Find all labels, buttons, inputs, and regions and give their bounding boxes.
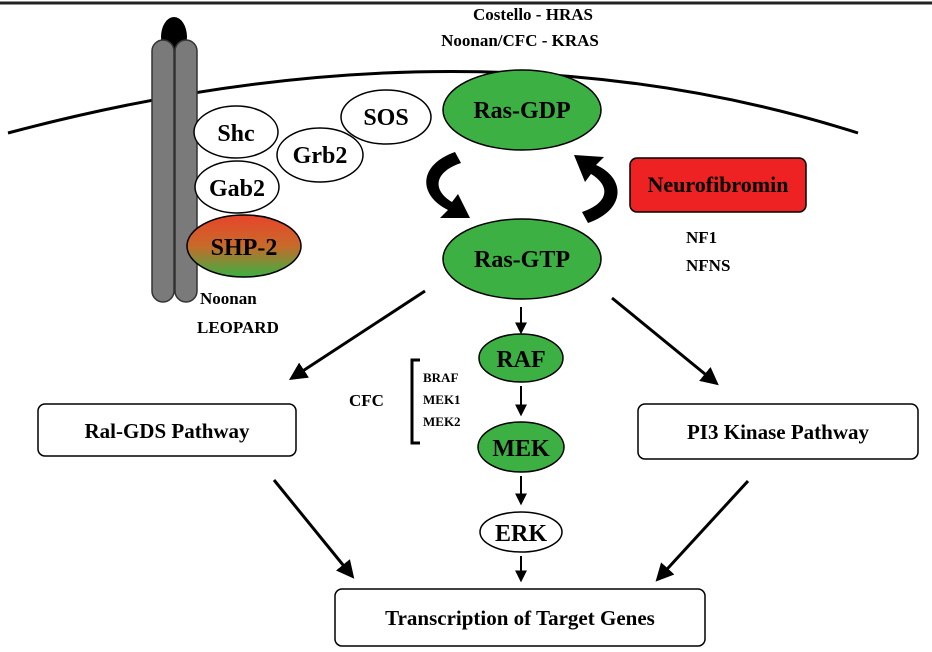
cell-membrane (7, 70, 859, 135)
gtp-to-gdp-arrow (574, 155, 618, 223)
raf-node: RAF (478, 333, 564, 383)
cfc-gene-3: MEK2 (423, 414, 461, 429)
pi3-kinase-pathway-box: PI3 Kinase Pathway (637, 403, 919, 460)
header-line-2: Noonan/CFC - KRAS (441, 31, 599, 50)
raf-label: RAF (496, 347, 545, 373)
nf-syndrome-2: NFNS (686, 256, 730, 275)
ras-gtp-label: Ras-GTP (474, 247, 570, 273)
cfc-label: CFC (349, 391, 384, 410)
shc-label: Shc (217, 121, 255, 147)
receptor (151, 17, 198, 303)
shp2-syndrome-2: LEOPARD (197, 318, 279, 337)
cfc-bracket (410, 358, 420, 445)
grb2-label: Grb2 (293, 143, 348, 169)
shc-node: Shc (193, 105, 279, 159)
shp2-label: SHP-2 (211, 235, 278, 261)
header-line-1: Costello - HRAS (473, 5, 593, 24)
cfc-gene-1: BRAF (423, 370, 458, 385)
gdp-to-gtp-arrow (426, 152, 470, 218)
erk-node: ERK (479, 511, 563, 553)
shp2-syndrome-1: Noonan (200, 289, 257, 308)
grb2-node: Grb2 (276, 127, 364, 183)
neurofibromin-node: Neurofibromin (629, 157, 807, 213)
mek-node: MEK (477, 421, 565, 473)
mek-label: MEK (492, 436, 550, 462)
ral-gds-pathway-box: Ral-GDS Pathway (37, 403, 297, 457)
gab2-node: Gab2 (194, 160, 280, 214)
ras-gtp-node: Ras-GTP (442, 218, 602, 300)
shp2-node: SHP-2 (186, 214, 302, 278)
transcription-label: Transcription of Target Genes (385, 606, 655, 630)
arrow-to-pi3k (611, 296, 719, 386)
arrow-to-ral (288, 289, 426, 380)
cfc-gene-2: MEK1 (423, 392, 461, 407)
transcription-box: Transcription of Target Genes (334, 588, 706, 647)
sos-label: SOS (363, 105, 408, 131)
arrow-ral-transcription (272, 479, 355, 579)
gab2-label: Gab2 (209, 176, 265, 202)
ral-gds-pathway-label: Ral-GDS Pathway (84, 419, 250, 443)
neurofibromin-label: Neurofibromin (648, 172, 789, 197)
arrow-pi3k-transcription (655, 479, 750, 582)
nf-syndrome-1: NF1 (686, 228, 717, 247)
pi3-kinase-pathway-label: PI3 Kinase Pathway (687, 420, 870, 444)
ras-gdp-node: Ras-GDP (442, 69, 602, 151)
erk-label: ERK (495, 521, 547, 547)
ras-gdp-label: Ras-GDP (473, 98, 570, 124)
sos-node: SOS (340, 89, 432, 145)
